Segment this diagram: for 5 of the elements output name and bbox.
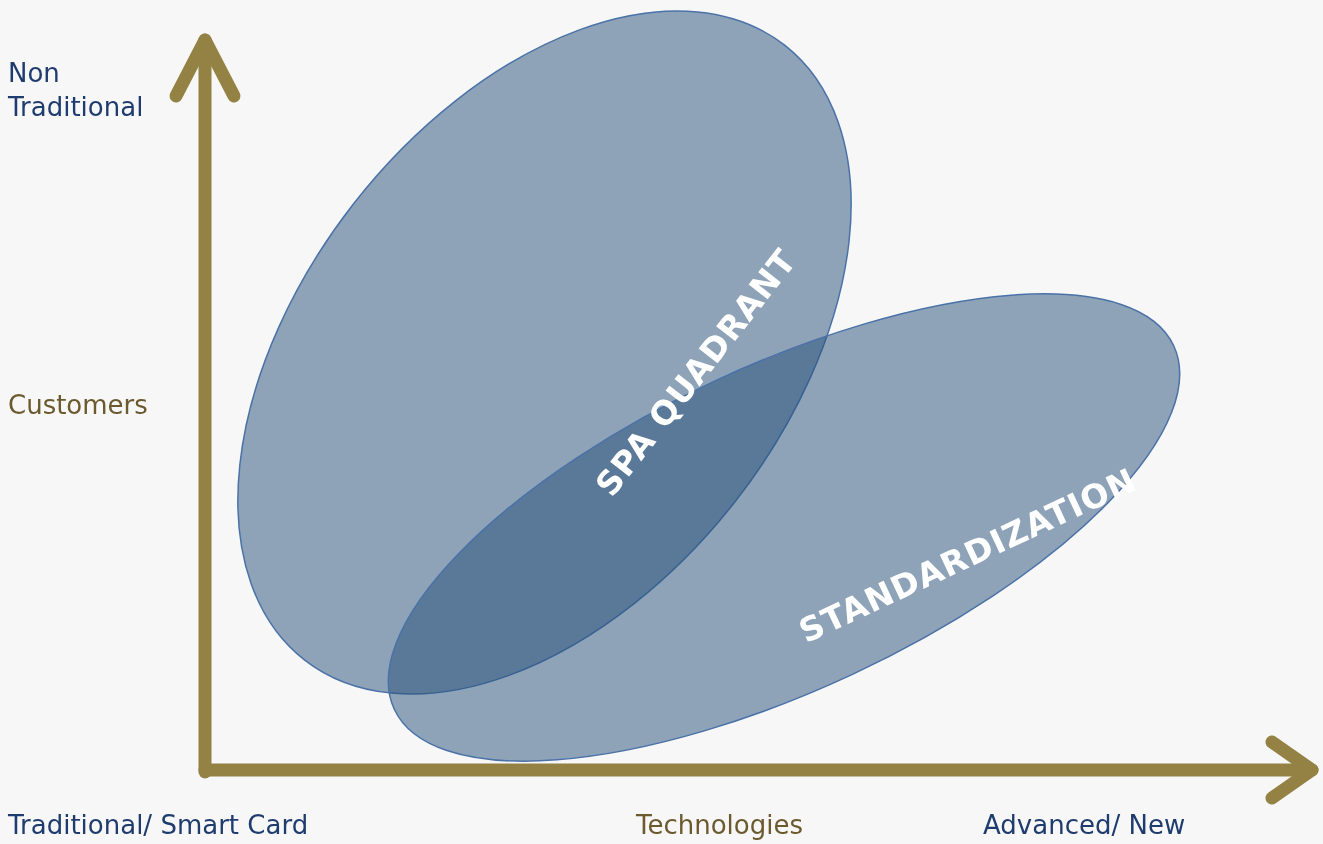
axis-label: Advanced/ New	[983, 809, 1186, 842]
axis-label: Technologies	[636, 809, 804, 842]
axis-label: Customers	[8, 389, 148, 422]
axis-label: Non Traditional	[8, 57, 145, 124]
axis-label: Traditional/ Smart Card	[8, 809, 309, 842]
